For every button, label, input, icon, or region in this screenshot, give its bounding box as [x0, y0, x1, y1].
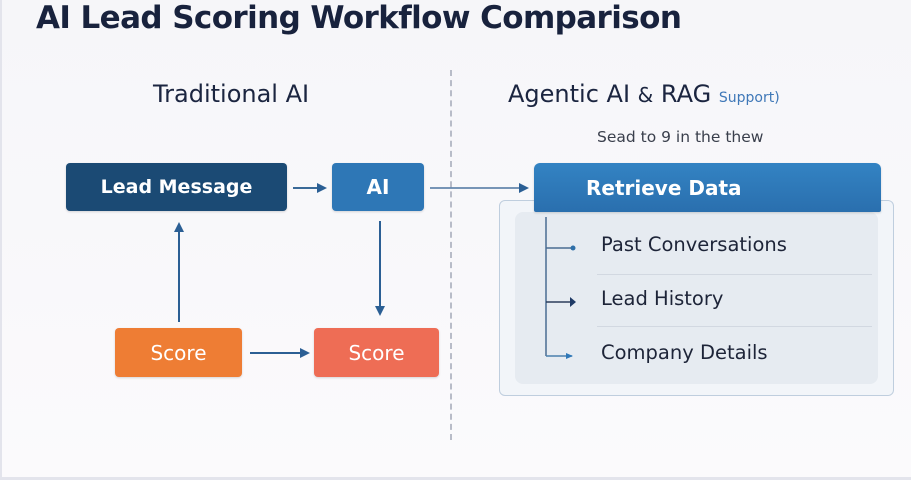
ai-node: AI: [332, 163, 424, 211]
heading-agentic: Agentic AI: [508, 80, 631, 108]
retrieve-data-node: Retrieve Data: [534, 163, 881, 212]
heading-support: Support): [718, 90, 780, 106]
lead-message-node: Lead Message: [66, 163, 287, 211]
score-node-left: Score: [115, 328, 242, 377]
dot-icon: [570, 245, 576, 251]
heading-ampersand: &: [637, 83, 654, 107]
page-title: AI Lead Scoring Workflow Comparison: [36, 0, 682, 36]
retrieve-item-past-conversations: Past Conversations: [601, 233, 787, 256]
traditional-ai-heading: Traditional AI: [153, 80, 310, 108]
agentic-ai-heading: Agentic AI & RAG Support): [508, 80, 780, 108]
column-divider: [450, 70, 452, 440]
score-node-right: Score: [314, 328, 439, 377]
retrieve-data-list: [515, 212, 878, 384]
heading-rag: RAG: [660, 80, 712, 108]
retrieve-item-lead-history: Lead History: [601, 287, 724, 310]
arrowhead-icon: [570, 297, 576, 307]
list-separator: [597, 326, 872, 327]
retrieve-item-company-details: Company Details: [601, 341, 768, 364]
list-separator: [597, 274, 872, 275]
agentic-subtitle: Sead to 9 in the thew: [597, 128, 764, 146]
